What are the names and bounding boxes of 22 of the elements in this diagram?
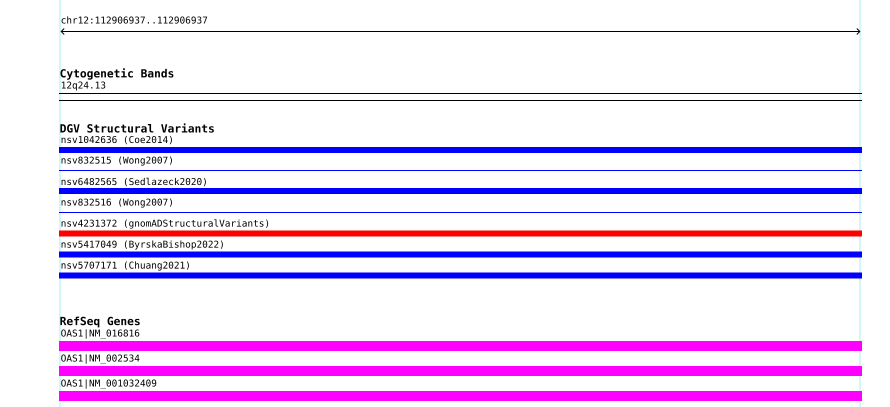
node-label: nsv5707171 (Chuang2021) xyxy=(62,261,189,271)
feature-track: OAS1|NM_002534 xyxy=(59,354,862,376)
feature-track: nsv832516 (Wong2007) xyxy=(58,198,862,213)
feature-track: nsv1042636 (Coe2014) xyxy=(59,136,862,153)
feature-track: nsv6482565 (Sedlazeck2020) xyxy=(59,178,862,194)
node-label: nsv1042636 (Coe2014) xyxy=(62,136,172,144)
track-heading: RefSeq Genes xyxy=(60,316,140,328)
node-label: nsv6482565 (Sedlazeck2020) xyxy=(62,178,206,186)
node-label: nsv4231372 (gnomADStructuralVariants) xyxy=(62,219,268,229)
node-label: OAS1|NM_016816 xyxy=(61,329,140,339)
feature-track: nsv5417049 (ByrskaBishop2022) xyxy=(59,240,862,258)
ruler-label: chr12:112906937..112906937 xyxy=(62,16,208,24)
track-heading: DGV Structural Variants xyxy=(60,123,214,133)
feature-track: OAS1|NM_016816 xyxy=(59,329,862,351)
feature-track: nsv832515 (Wong2007) xyxy=(58,156,862,171)
node-label: OAS1|NM_002534 xyxy=(61,354,140,364)
band-track: 12q24.13 xyxy=(58,82,862,101)
node-label: nsv5417049 (ByrskaBishop2022) xyxy=(62,240,223,250)
node-label: OAS1|NM_001032409 xyxy=(61,379,156,389)
feature-track: OAS1|NM_001032409 xyxy=(59,379,862,401)
feature-track: nsv5707171 (Chuang2021) xyxy=(59,261,862,278)
feature-track: nsv4231372 (gnomADStructuralVariants) xyxy=(59,219,862,236)
